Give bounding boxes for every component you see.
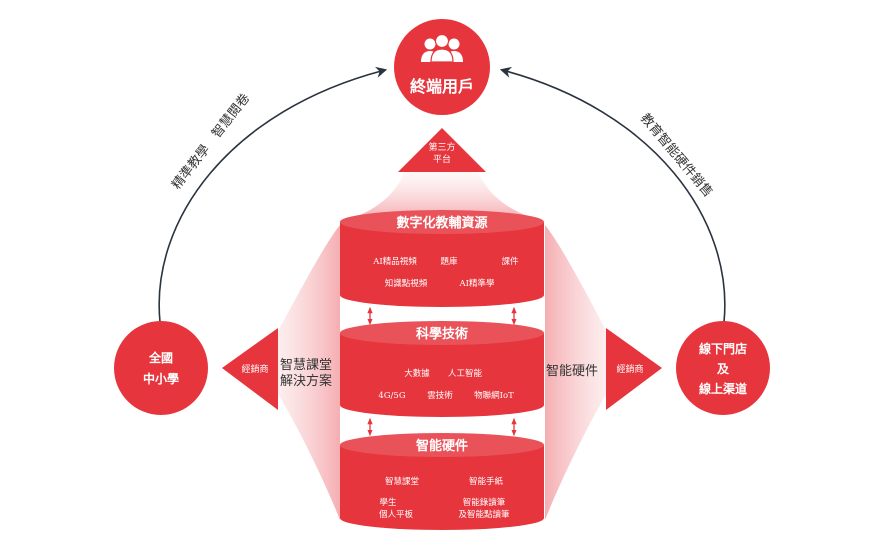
right-node-line2: 及 [717, 362, 730, 376]
left-side-label-2: 解決方案 [280, 373, 332, 389]
cylinder-1-item: 題庫 [440, 256, 458, 267]
top-node-label: 終端用戶 [410, 77, 474, 96]
cylinder-1-item: 知識點視頻 [385, 278, 428, 289]
left-arc [158, 66, 388, 323]
right-arrow [606, 328, 662, 410]
cylinder-2-item: 大數據 [404, 368, 430, 379]
right-node-line1: 線下門店 [699, 341, 747, 356]
cylinder-2-item: 雲技術 [427, 390, 453, 401]
cylinder-1-item: AI精品視頻 [372, 256, 417, 267]
cylinder-digital-resources: 數字化教輔資源 AI精品視頻 題庫 課件 知識點視頻 AI精準學 [340, 210, 544, 307]
top-arrow-line2: 平台 [433, 153, 451, 165]
cylinder-2-item: 4G/5G [378, 391, 405, 401]
top-node: 終端用戶 [394, 19, 490, 115]
left-arrow-label: 經銷商 [241, 363, 268, 375]
right-arc-label: 教育智能硬件銷售 [637, 110, 716, 200]
left-node-line2: 中小學 [143, 371, 179, 386]
left-arrow [222, 328, 278, 410]
cylinder-2-item: 人工智能 [448, 368, 483, 379]
cylinder-3-item: 學生 [379, 497, 397, 508]
cylinder-1-item: 課件 [501, 256, 519, 267]
left-arc-label: 精準教學 智慧閱卷 [169, 90, 254, 192]
cylinder-3-item: 智慧課堂 [385, 476, 419, 487]
top-arrow-line1: 第三方 [428, 141, 455, 153]
cylinder-technology: 科學技術 大數據 人工智能 4G/5G 雲技術 物聯網IoT [340, 321, 544, 417]
left-node-line1: 全國 [148, 350, 173, 365]
left-glow-fan [262, 225, 340, 520]
right-arc [499, 66, 726, 323]
cylinder-2-title: 科學技術 [416, 326, 468, 342]
cylinder-3-item: 個人平板 [379, 509, 414, 520]
cylinder-1-title: 數字化教輔資源 [396, 215, 487, 231]
right-side-label: 智能硬件 [546, 364, 598, 379]
users-icon [421, 33, 463, 63]
left-side-label-1: 智慧課堂 [280, 357, 332, 373]
cylinder-3-item: 智能手紙 [469, 476, 504, 487]
cylinder-3-title: 智能硬件 [416, 438, 468, 454]
cylinder-1-item: AI精準學 [459, 278, 495, 289]
top-arrow [398, 128, 486, 172]
right-glow-fan [545, 225, 622, 520]
right-node-line3: 線上渠道 [699, 381, 747, 396]
cylinder-smart-hardware: 智能硬件 智慧課堂 智能手紙 學生 個人平板 智能錄讀筆 及智能點讀筆 [340, 433, 544, 530]
cylinder-3-item: 及智能點讀筆 [458, 509, 510, 520]
left-node: 全國 中小學 [114, 321, 208, 415]
top-glow-fan [345, 170, 540, 220]
cylinder-2-item: 物聯網IoT [474, 390, 514, 401]
cylinder-3-item: 智能錄讀筆 [463, 497, 506, 508]
right-arrow-label: 經銷商 [616, 363, 643, 375]
right-node: 線下門店 及 線上渠道 [676, 321, 770, 415]
